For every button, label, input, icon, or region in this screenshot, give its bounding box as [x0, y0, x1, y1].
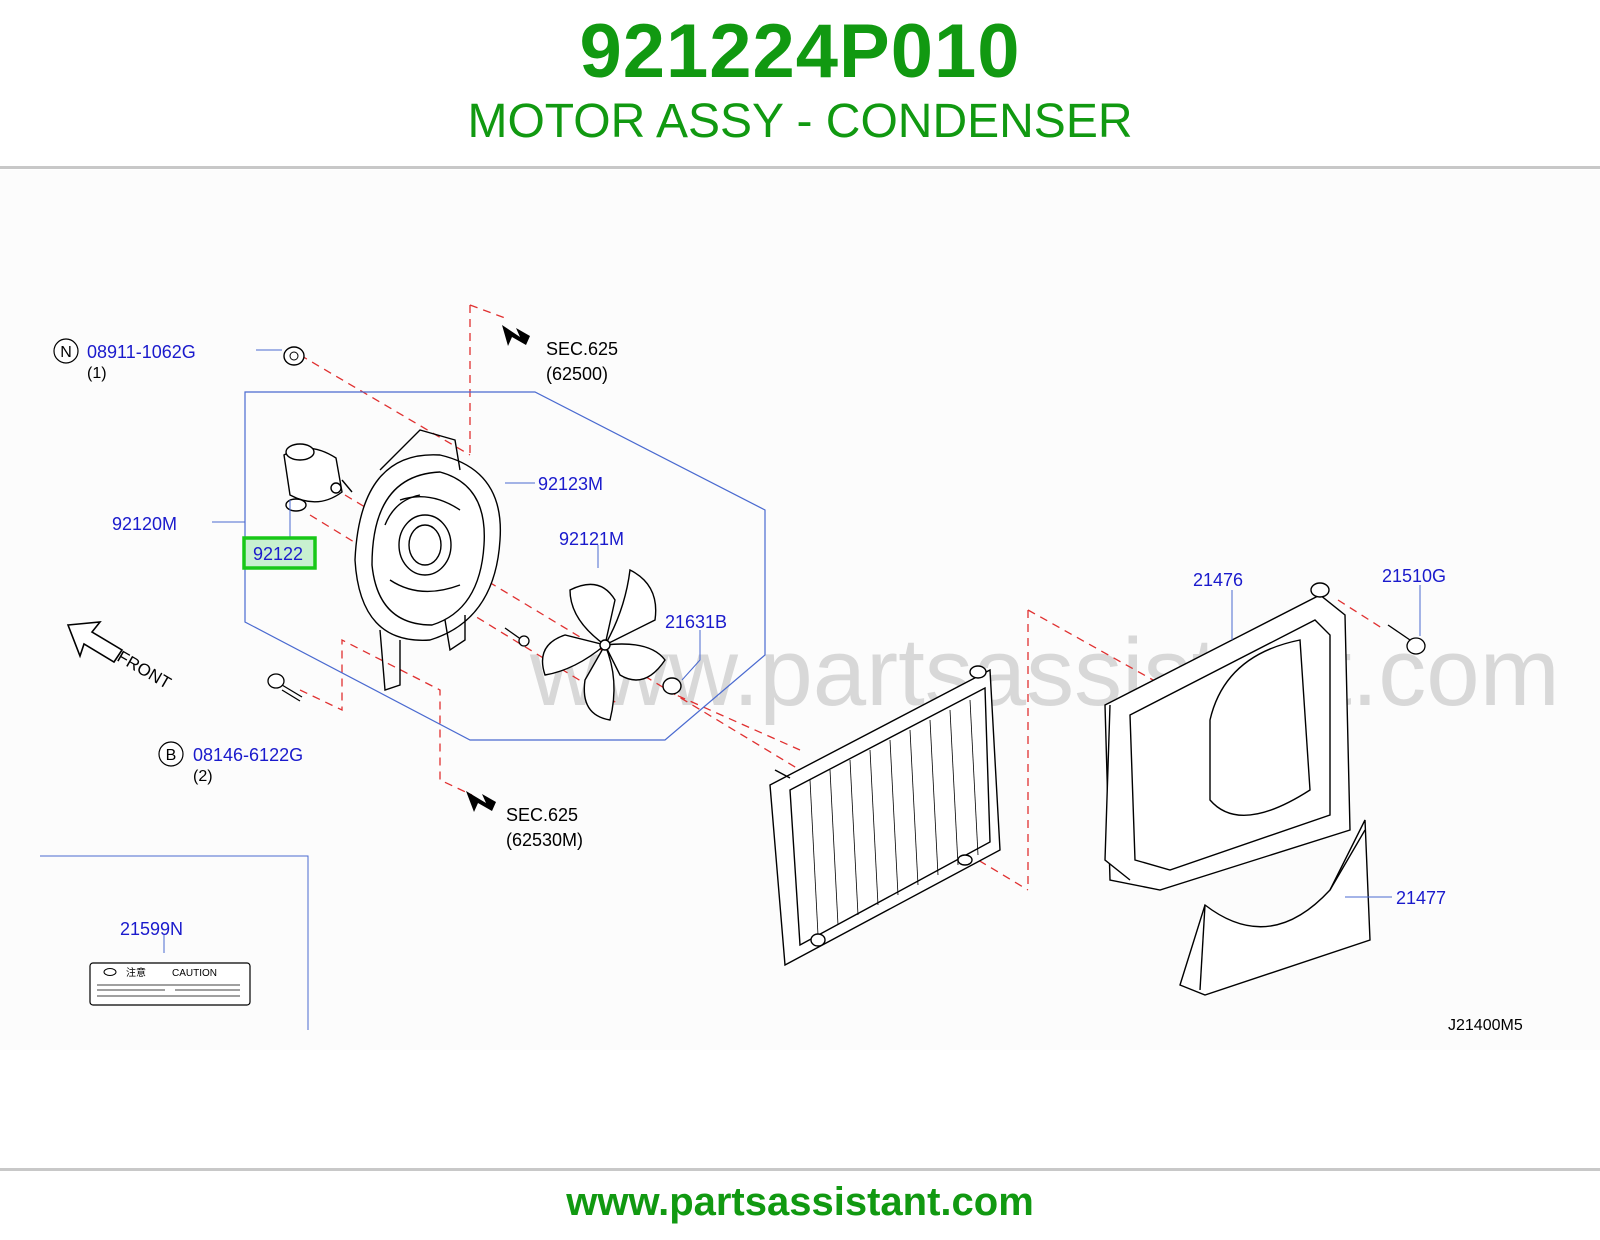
- arrow-icon: [502, 325, 530, 346]
- caution-label-en: CAUTION: [172, 968, 217, 979]
- callout-lower-shroud[interactable]: 21477: [1396, 888, 1446, 908]
- front-arrow-icon: [66, 621, 124, 664]
- sec-ref-1-sub: (62500): [546, 364, 608, 384]
- caution-label-part: 注意 CAUTION: [89, 962, 251, 1006]
- shroud-screw-part: [504, 627, 530, 647]
- callout-nut-qty: (1): [87, 365, 107, 382]
- callout-bolt-number[interactable]: 08146-6122G: [193, 745, 303, 765]
- part-name-subtitle: MOTOR ASSY - CONDENSER: [467, 95, 1133, 148]
- sec-ref-2-sub: (62530M): [506, 830, 583, 850]
- small-nut-part: [662, 677, 682, 695]
- arrow-icon: [466, 791, 496, 812]
- sec-ref-1[interactable]: SEC.625: [546, 339, 618, 359]
- part-number-title: 921224P010: [579, 9, 1021, 94]
- callout-nut-small[interactable]: 21631B: [665, 612, 727, 632]
- header-divider: [0, 166, 1600, 169]
- nut-part: [283, 346, 305, 366]
- callout-fan[interactable]: 92121M: [559, 529, 624, 549]
- nut-badge: N: [60, 344, 72, 361]
- callout-radiator-shroud[interactable]: 21476: [1193, 570, 1243, 590]
- radiator-part: [769, 665, 1001, 967]
- callout-shroud[interactable]: 92123M: [538, 474, 603, 494]
- diagram-svg: www.partsassistant.com: [40, 304, 1560, 1034]
- nut-badge-circle: [53, 338, 79, 364]
- caution-section-frame: [40, 855, 309, 1030]
- fan-assembly-frame: [244, 391, 766, 741]
- bolt-part: [267, 673, 303, 702]
- sec-arrows: [466, 325, 530, 812]
- callout-caution-label[interactable]: 21599N: [120, 919, 183, 939]
- page-header: 921224P010 MOTOR ASSY - CONDENSER: [0, 0, 1600, 168]
- watermark-text: www.partsassistant.com: [529, 619, 1560, 726]
- front-indicator: FRONT: [66, 621, 174, 693]
- parts-diagram: www.partsassistant.com: [0, 170, 1600, 1050]
- callout-clip[interactable]: 21510G: [1382, 566, 1446, 586]
- clip-part: [1387, 624, 1426, 655]
- radiator-shroud-part: [1104, 582, 1351, 891]
- footer-url-link[interactable]: www.partsassistant.com: [566, 1180, 1034, 1224]
- callout-leaders: [163, 349, 1421, 953]
- figure-code: J21400M5: [1448, 1017, 1523, 1034]
- highlight-box: [242, 536, 317, 570]
- callout-nut-number[interactable]: 08911-1062G: [87, 342, 196, 362]
- motor-part: [283, 443, 353, 512]
- fan-shroud-part: [354, 429, 502, 691]
- callout-fan-assy[interactable]: 92120M: [112, 514, 177, 534]
- callout-motor[interactable]: 92122: [253, 544, 303, 564]
- sec-ref-2[interactable]: SEC.625: [506, 805, 578, 825]
- fan-blade-part: [541, 568, 666, 721]
- callout-bolt-qty: (2): [193, 768, 213, 785]
- caution-label-jp: 注意: [126, 966, 146, 979]
- bolt-badge: B: [166, 747, 177, 764]
- footer-divider: [0, 1168, 1600, 1171]
- bolt-badge-circle: [158, 741, 184, 767]
- lower-shroud-part: [1179, 819, 1371, 996]
- front-label: FRONT: [114, 647, 174, 693]
